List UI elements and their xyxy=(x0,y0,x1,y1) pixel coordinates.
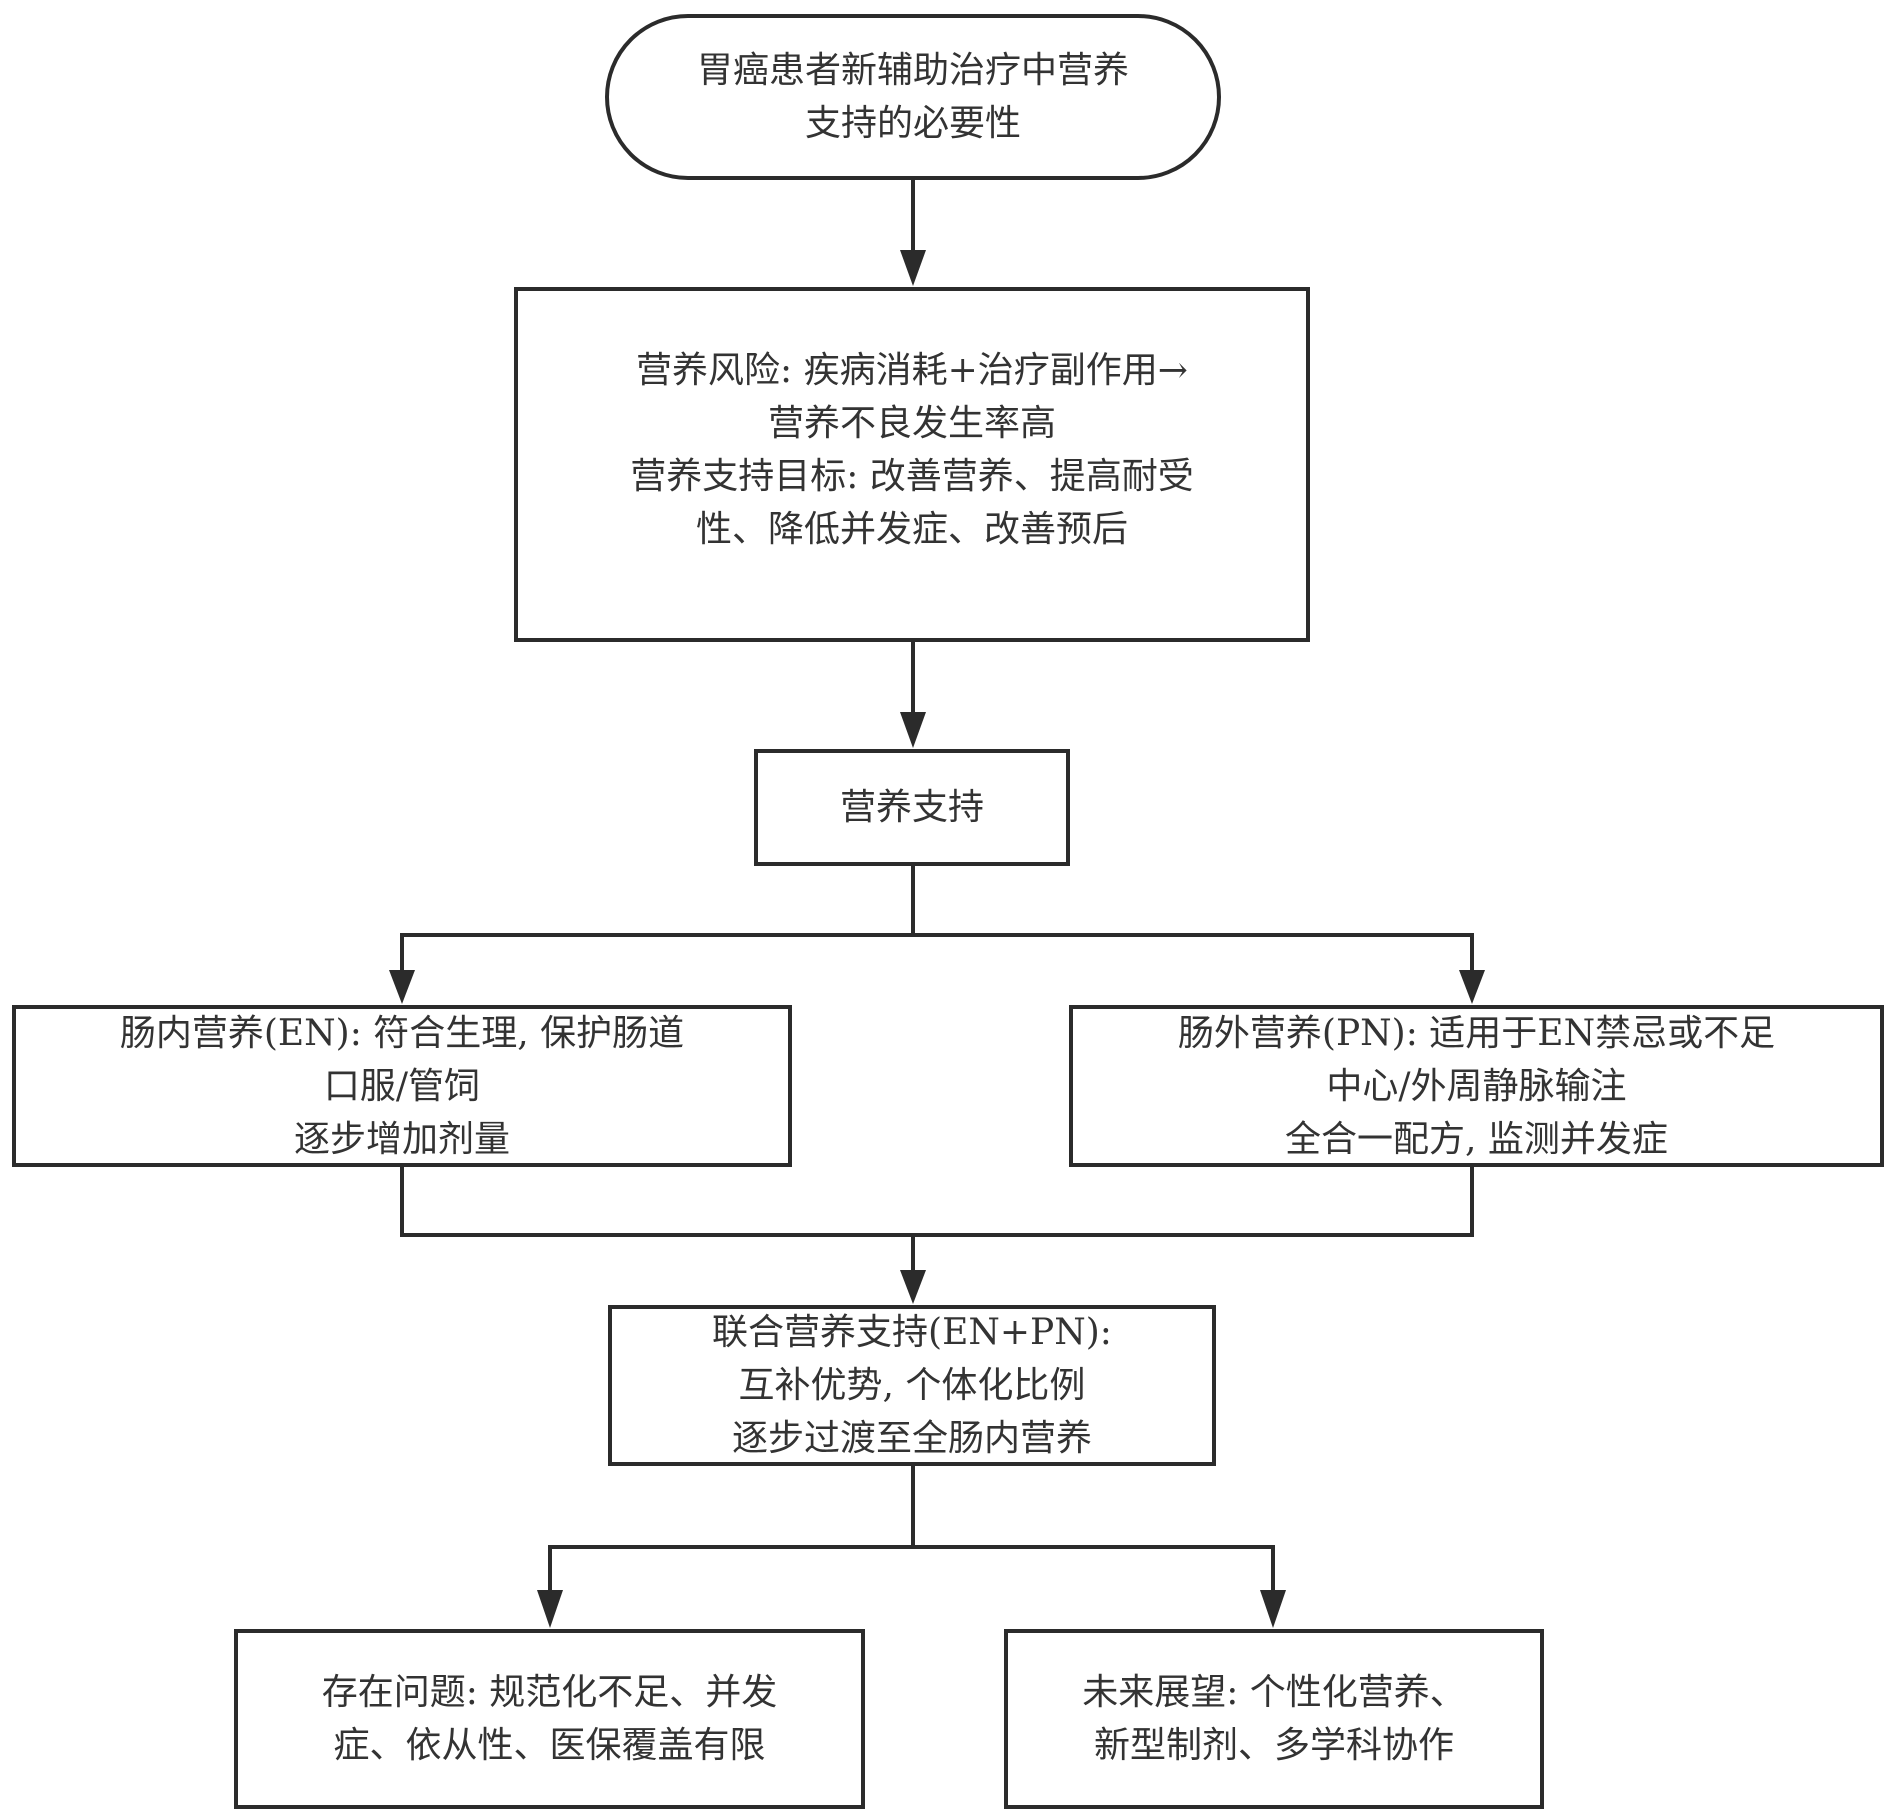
arrowhead-combined xyxy=(900,1270,926,1304)
arrowhead-en xyxy=(389,970,415,1004)
edge-support-to-branches xyxy=(400,866,915,970)
edge-en-merge xyxy=(400,1167,913,1237)
node-pn-line-2: 中心/外周静脉输注 xyxy=(1326,1065,1627,1107)
arrowhead-support xyxy=(900,712,926,748)
edge-combined-to-problems xyxy=(548,1466,915,1590)
node-start-line-2: 支持的必要性 xyxy=(804,103,1021,144)
node-combined-line-2: 互补优势, 个体化比例 xyxy=(738,1365,1086,1406)
node-risk-line-3: 营养支持目标: 改善营养、提高耐受 xyxy=(630,455,1194,497)
node-problems-line-2: 症、依从性、医保覆盖有限 xyxy=(333,1725,766,1766)
node-combined-line-1: 联合营养支持(EN+PN): xyxy=(712,1312,1112,1353)
node-outlook-line-2: 新型制剂、多学科协作 xyxy=(1093,1725,1454,1766)
node-problems: 存在问题: 规范化不足、并发 症、依从性、医保覆盖有限 xyxy=(234,1629,865,1809)
edge-pn-merge xyxy=(913,1167,1474,1237)
arrowhead-problems xyxy=(537,1590,563,1628)
node-pn-line-3: 全合一配方, 监测并发症 xyxy=(1285,1118,1668,1160)
node-start-line-1: 胃癌患者新辅助治疗中营养 xyxy=(696,50,1129,91)
node-start: 胃癌患者新辅助治疗中营养 支持的必要性 xyxy=(605,14,1221,180)
arrowhead-pn xyxy=(1459,970,1485,1004)
node-en: 肠内营养(EN): 符合生理, 保护肠道 口服/管饲 逐步增加剂量 xyxy=(12,1005,792,1167)
node-support: 营养支持 xyxy=(754,749,1070,866)
node-risk-line-2: 营养不良发生率高 xyxy=(767,402,1056,444)
arrowhead-risk xyxy=(900,250,926,286)
node-problems-line-1: 存在问题: 规范化不足、并发 xyxy=(321,1672,778,1713)
node-combined-line-3: 逐步过渡至全肠内营养 xyxy=(731,1418,1092,1459)
arrowhead-outlook xyxy=(1260,1590,1286,1628)
edge-support-to-pn xyxy=(913,933,1474,970)
node-risk: 营养风险: 疾病消耗+治疗副作用→ 营养不良发生率高 营养支持目标: 改善营养、… xyxy=(514,287,1310,642)
node-outlook: 未来展望: 个性化营养、 新型制剂、多学科协作 xyxy=(1004,1629,1544,1809)
node-en-line-2: 口服/管饲 xyxy=(323,1065,481,1107)
node-risk-line-1: 营养风险: 疾病消耗+治疗副作用→ xyxy=(636,349,1188,391)
node-en-line-1: 肠内营养(EN): 符合生理, 保护肠道 xyxy=(119,1012,685,1054)
node-support-line-1: 营养支持 xyxy=(839,787,984,828)
node-risk-line-4: 性、降低并发症、改善预后 xyxy=(695,508,1128,550)
node-pn: 肠外营养(PN): 适用于EN禁忌或不足 中心/外周静脉输注 全合一配方, 监测… xyxy=(1069,1005,1884,1167)
node-pn-line-1: 肠外营养(PN): 适用于EN禁忌或不足 xyxy=(1177,1012,1776,1054)
edge-combined-to-outlook xyxy=(913,1545,1275,1590)
node-combined: 联合营养支持(EN+PN): 互补优势, 个体化比例 逐步过渡至全肠内营养 xyxy=(608,1305,1216,1466)
node-outlook-line-1: 未来展望: 个性化营养、 xyxy=(1082,1672,1466,1713)
node-en-line-3: 逐步增加剂量 xyxy=(293,1118,510,1160)
